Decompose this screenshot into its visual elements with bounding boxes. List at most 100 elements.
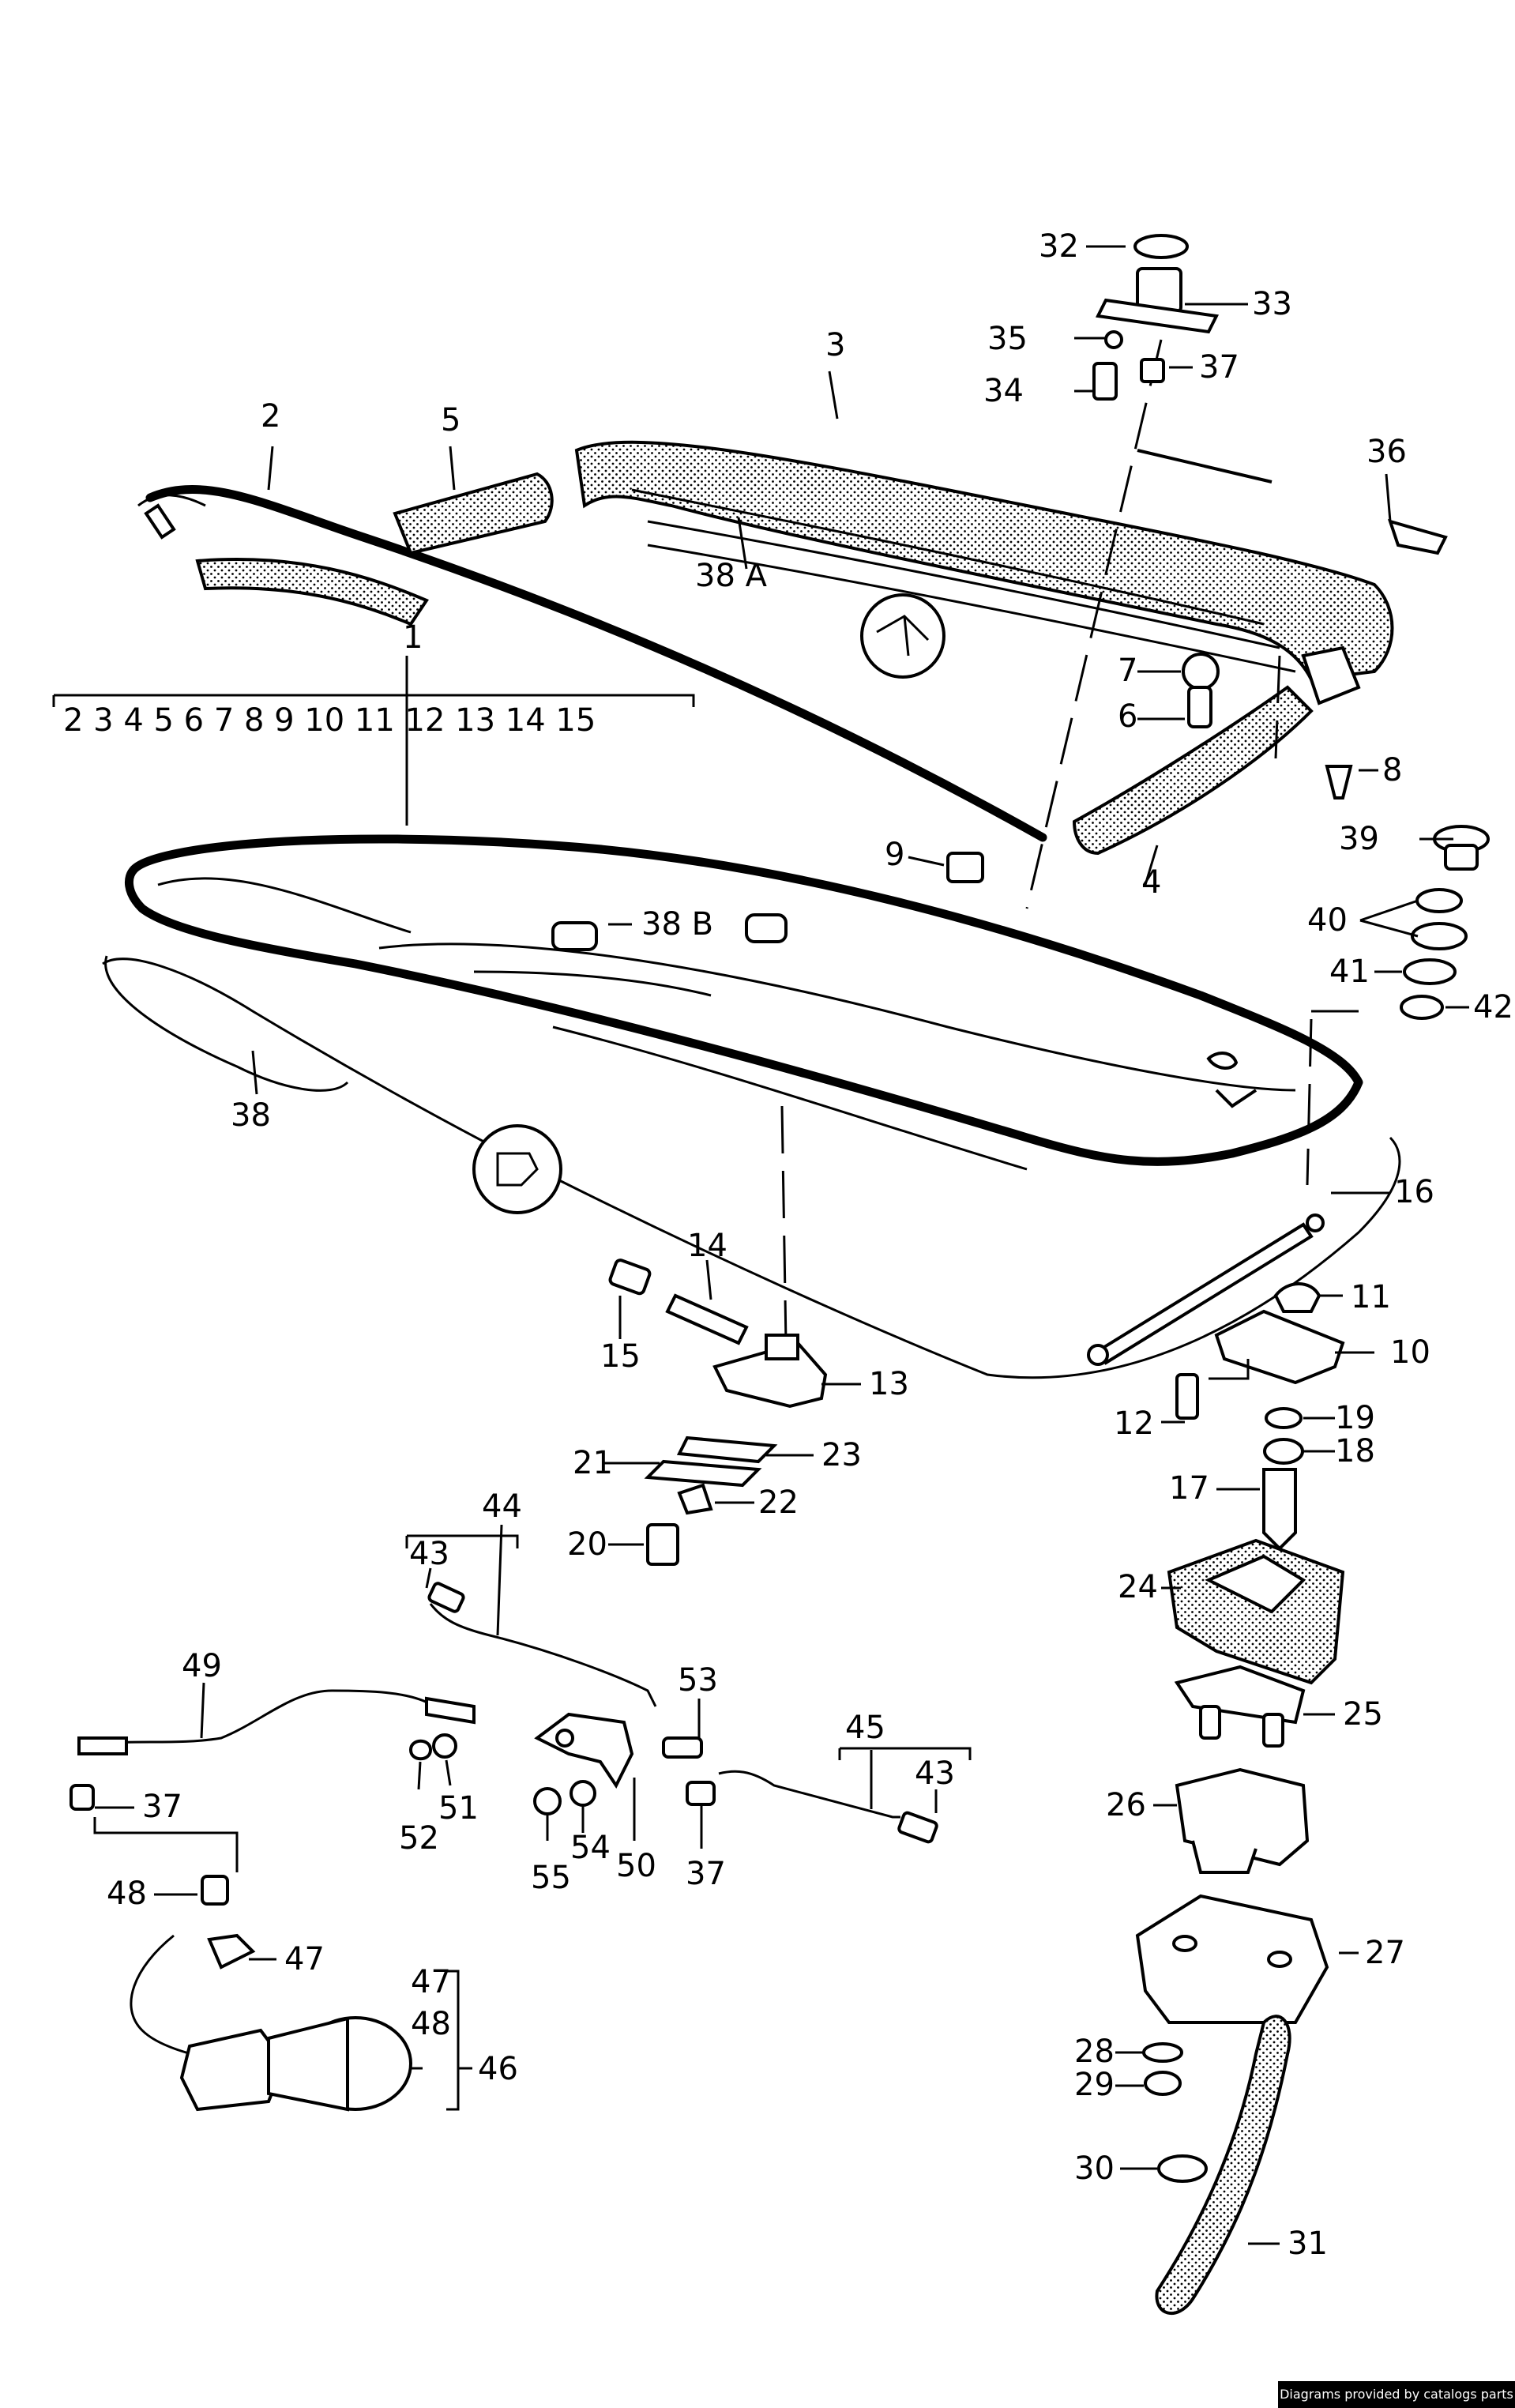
bracket-47 [207,1933,256,1970]
clip-15 [608,1259,652,1296]
part-labels: 1 2 3 4 5 6 7 8 9 10 11 12 13 14 15 2 3 … [63,228,1513,2262]
label-17: 17 [1169,1470,1209,1507]
credit-banner: Diagrams provided by catalogs parts [1278,2381,1515,2408]
label-6: 6 [1118,698,1137,735]
label-47-motor: 47 [284,1941,325,1977]
label-30: 30 [1074,2150,1115,2187]
label-52: 52 [399,1820,439,1857]
label-10: 10 [1390,1334,1430,1371]
label-37-mid: 37 [686,1856,726,1892]
hinge-parts [608,1213,1345,1566]
label-2: 2 [261,398,280,435]
washer-28 [1142,2042,1183,2063]
label-38a: 38 A [695,558,768,594]
lock-mechanism-parts [1135,1538,1345,2316]
label-43-right: 43 [915,1755,955,1792]
label-43-left: 43 [409,1536,449,1572]
label-11: 11 [1351,1279,1391,1315]
screw-6 [1187,686,1212,728]
nut-37-left [70,1784,95,1811]
pivot-53 [662,1736,703,1759]
label-33: 33 [1252,286,1292,322]
drain-hose-31 [1155,2015,1291,2316]
label-51: 51 [438,1790,479,1827]
label-1: 1 [403,619,423,656]
label-23: 23 [821,1437,862,1473]
right-stack-parts [1400,825,1490,1020]
label-37-top: 37 [1199,349,1239,386]
label-16: 16 [1394,1174,1434,1210]
washer-7 [1182,653,1220,690]
label-36: 36 [1367,434,1407,470]
cable-49 [86,1689,435,1748]
nut-48 [201,1875,229,1906]
nut-18 [1263,1438,1304,1465]
label-9: 9 [885,837,904,873]
label-54: 54 [570,1830,611,1866]
screw-8 [1325,765,1353,800]
label-3: 3 [825,327,845,363]
label-5: 5 [441,402,461,438]
label-53: 53 [678,1662,718,1699]
label-44: 44 [482,1488,522,1525]
label-40: 40 [1307,902,1348,939]
label-13: 13 [869,1366,909,1402]
top-right-parts [946,234,1448,883]
housing-27 [1135,1894,1329,2024]
label-38b: 38 B [641,906,713,943]
bolt-12 [1175,1373,1199,1420]
washer-40-lower [1411,922,1468,950]
label-14: 14 [687,1228,727,1264]
label-34: 34 [983,373,1024,409]
rod-36 [1137,449,1273,483]
label-32: 32 [1039,228,1079,265]
label-1-range: 2 3 4 5 6 7 8 9 10 11 12 13 14 15 [63,702,596,739]
label-20: 20 [567,1526,607,1563]
label-55: 55 [531,1860,571,1896]
foam-strip-5 [393,472,554,555]
nut-55 [533,1787,562,1815]
logo-seal [472,593,945,1214]
rubber-11 [1273,1282,1321,1313]
label-4: 4 [1141,864,1161,901]
label-8: 8 [1382,752,1402,788]
nut-37-top [1140,358,1165,383]
clip-38b-right [745,913,788,943]
label-27: 27 [1365,1935,1405,1971]
nut-37-mid [686,1781,716,1806]
label-31: 31 [1288,2226,1328,2262]
lock-26 [1175,1767,1310,1867]
label-48-nut: 48 [107,1876,147,1912]
nut-9 [946,852,984,883]
lever-50 [534,1712,634,1789]
clip-22 [677,1483,713,1515]
washer-40-upper [1415,888,1463,913]
clip-52 [409,1739,433,1761]
washer-51 [432,1733,457,1759]
end-fitting-43-left [427,1582,465,1613]
assembly-centerlines [780,339,1313,1344]
label-42: 42 [1473,989,1513,1025]
label-22: 22 [758,1484,799,1521]
label-7: 7 [1118,653,1137,689]
clip-38b-left [551,921,598,951]
label-18: 18 [1335,1433,1375,1469]
label-24: 24 [1118,1569,1158,1605]
label-45: 45 [845,1710,885,1746]
label-12: 12 [1114,1405,1154,1442]
bolt-34 [1092,362,1118,401]
leader-lines [52,245,1469,2245]
seal-frame-assembly [137,440,1394,856]
label-29: 29 [1074,2067,1115,2103]
label-26: 26 [1106,1787,1146,1823]
bracket-10 [1214,1309,1345,1385]
cable-45 [718,1770,900,1819]
label-50: 50 [616,1848,656,1884]
label-39: 39 [1339,821,1379,857]
label-19: 19 [1335,1400,1375,1436]
nut-29 [1144,2071,1182,2096]
label-38: 38 [231,1097,271,1134]
plate-23 [676,1435,778,1464]
stud-17 [1262,1468,1297,1551]
